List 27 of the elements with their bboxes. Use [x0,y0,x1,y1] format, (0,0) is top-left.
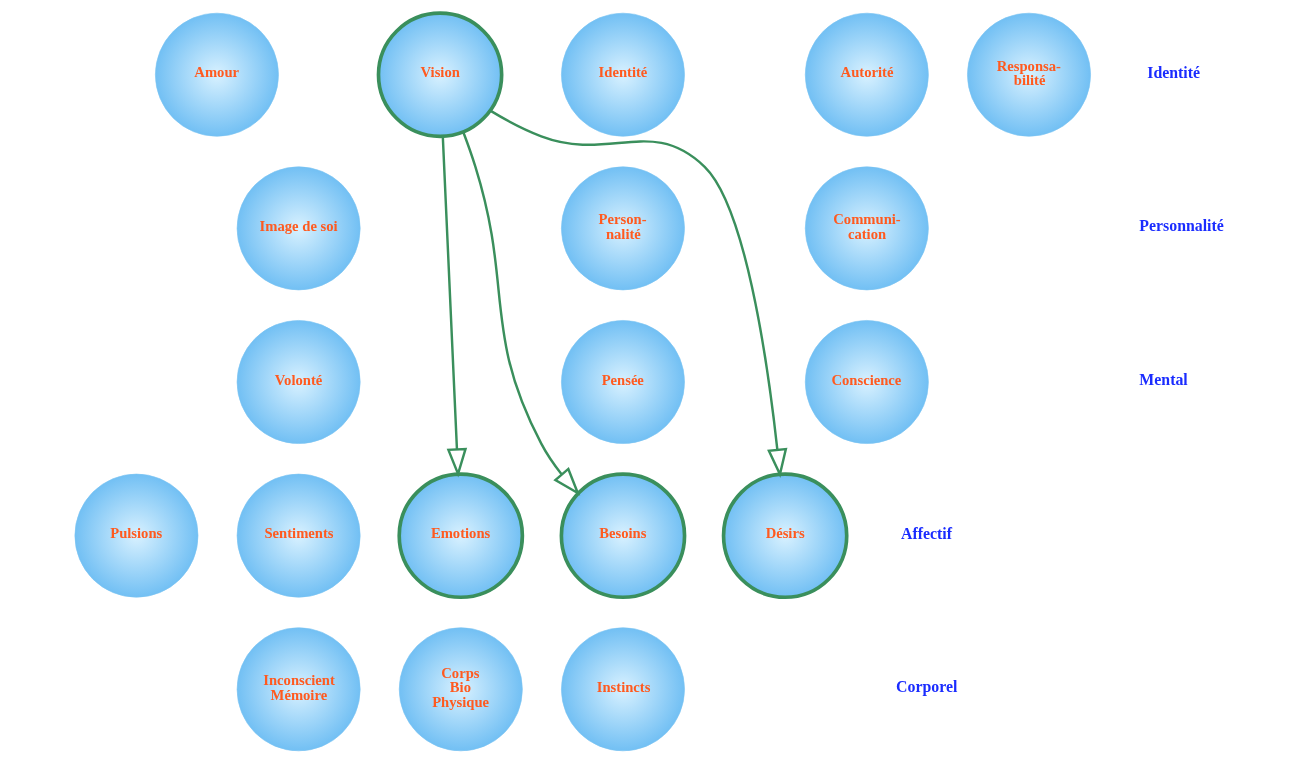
node-circle: Identité [561,12,685,137]
label: Corporel [896,678,958,696]
node-circle: Pensée [561,320,685,444]
node-circle: Responsa- bilité [967,12,1091,137]
node-circle: Pulsions [74,473,199,598]
arrow [489,109,788,478]
label: Mental [1139,370,1188,388]
node-circle: Vision [376,11,504,139]
arrow [462,131,581,496]
label: Affectif [900,524,952,542]
label: Identité [1147,63,1201,81]
label: Personnalité [1139,217,1224,235]
node-circle: Instincts [561,627,685,752]
node-circle: Volonté [236,320,361,444]
node-circle: Emotions [397,472,525,600]
node-circle: Besoins [559,472,687,600]
node-circle: Conscience [804,320,929,444]
node-circle: Désirs [721,472,849,600]
node-circle: Image de soi [236,166,361,291]
node-circle: Autorité [804,12,929,137]
node-circle: Corps Bio Physique [398,627,523,752]
node-circle: Communi- cation [804,166,929,291]
arrow [441,136,468,478]
node-circle: Inconscient Mémoire [236,627,361,752]
node-circle: Amour [155,12,279,137]
node-circle: Sentiments [236,473,361,598]
node-circle: Person- nalité [561,166,685,291]
